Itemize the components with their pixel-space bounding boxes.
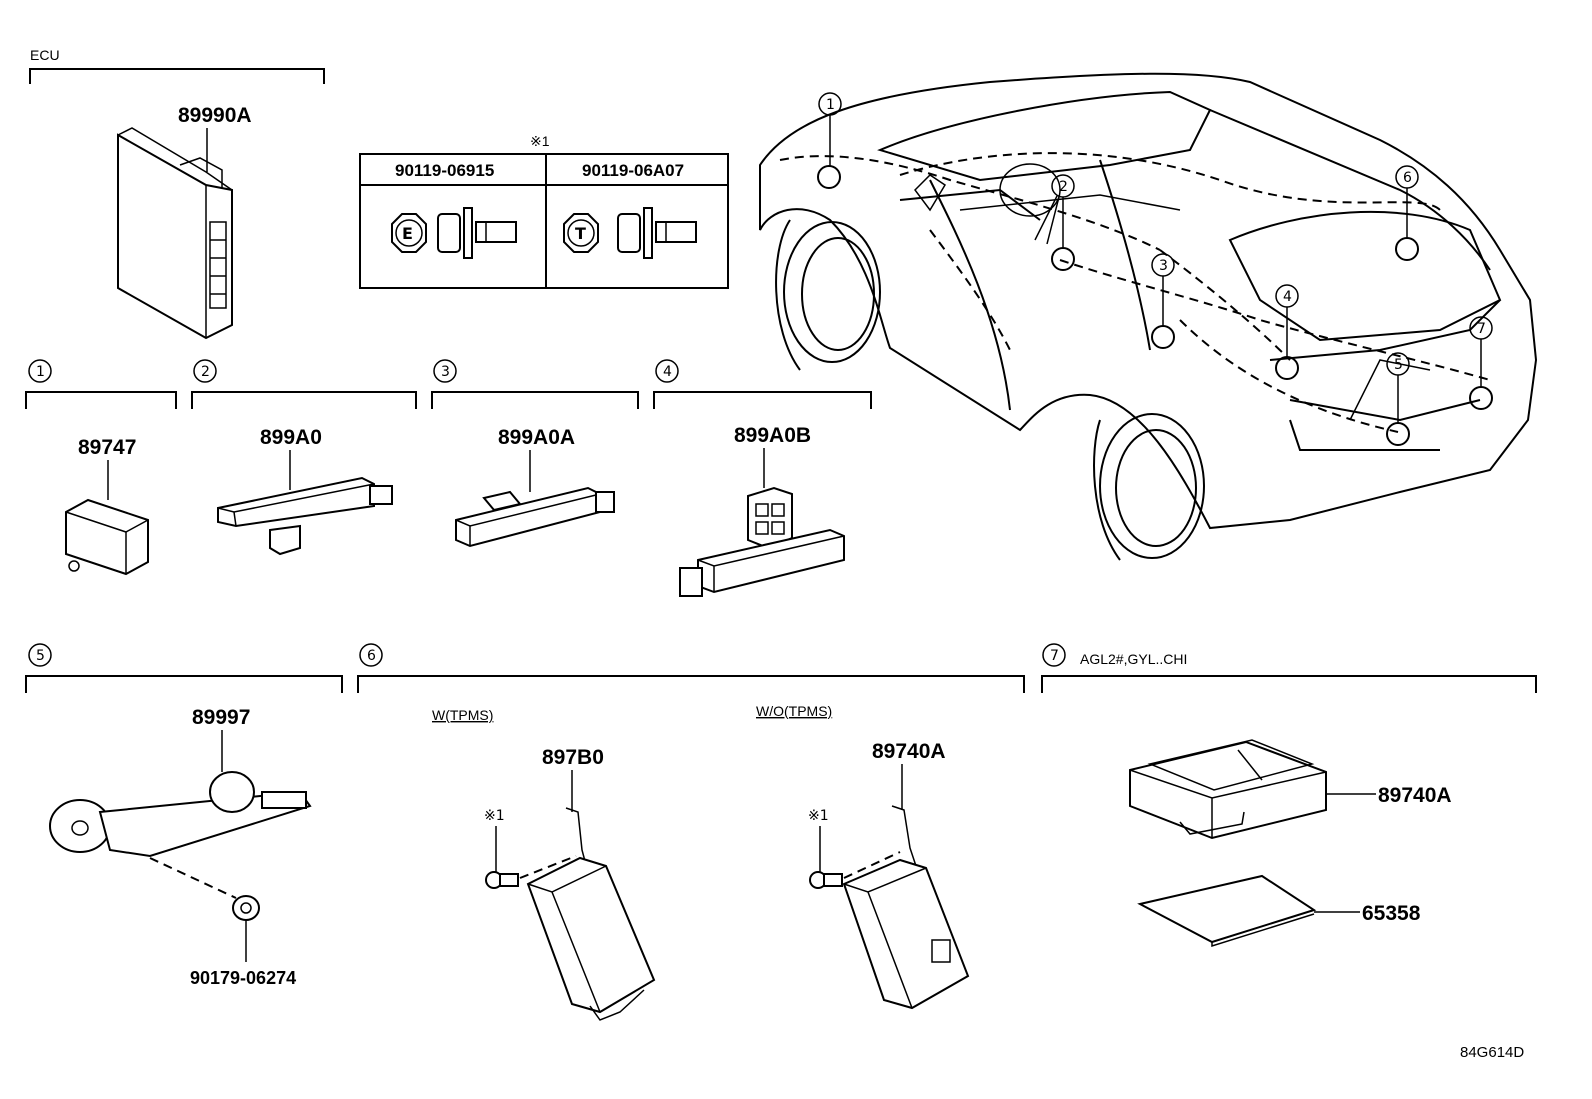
part-65358[interactable]: 65358 xyxy=(1362,902,1421,925)
part-90179-06274[interactable]: 90179-06274 xyxy=(190,968,296,988)
part-89747[interactable]: 89747 xyxy=(78,436,136,459)
car-callout-7: 7 xyxy=(1477,321,1486,337)
car-callout-3: 3 xyxy=(1159,258,1168,274)
group-1: 1 89747 xyxy=(25,359,177,576)
group-1-callout: 1 xyxy=(36,364,45,380)
bolt-head-mark-t: T xyxy=(575,224,586,243)
vehicle-callouts: 1 2 3 4 5 6 7 xyxy=(817,92,1493,446)
group-6-callout: 6 xyxy=(367,648,376,664)
car-location-1[interactable] xyxy=(817,165,841,189)
car-callout-4: 4 xyxy=(1283,289,1292,305)
part-899A0A[interactable]: 899A0A xyxy=(498,426,575,449)
group-6: 6 W(TPMS) 897B0 ※1 W/O(TPMS) 89740A ※1 xyxy=(357,643,1025,1021)
part-899A0B[interactable]: 899A0B xyxy=(734,424,811,447)
group-4: 4 899A0B xyxy=(653,359,872,597)
car-location-3[interactable] xyxy=(1151,325,1175,349)
diagram-code: 84G614D xyxy=(1460,1044,1524,1061)
car-location-4[interactable] xyxy=(1275,356,1299,380)
car-location-7[interactable] xyxy=(1469,386,1493,410)
car-callout-2: 2 xyxy=(1059,179,1068,195)
part-897B0-drawing xyxy=(485,807,656,1021)
ecu-label: ECU xyxy=(30,47,60,63)
part-899A0[interactable]: 899A0 xyxy=(260,426,322,449)
bolt-table: ※1 90119-06915 90119-06A07 E T xyxy=(359,133,729,289)
bolt-part-number-1[interactable]: 90119-06915 xyxy=(395,161,494,180)
group-3-callout: 3 xyxy=(441,364,450,380)
car-callout-6: 6 xyxy=(1403,170,1412,186)
part-89740A-wo-tpms[interactable]: 89740A xyxy=(872,740,946,763)
variant-w-tpms: W(TPMS) xyxy=(432,707,493,723)
car-location-6[interactable] xyxy=(1395,237,1419,261)
part-89740A-navi[interactable]: 89740A xyxy=(1378,784,1452,807)
group-5-callout: 5 xyxy=(36,648,45,664)
ecu-bracket xyxy=(29,68,325,84)
vehicle-outline-drawing xyxy=(759,72,1538,561)
variant-wo-tpms-bolt-ref: ※1 xyxy=(808,808,829,824)
bolt-part-number-2[interactable]: 90119-06A07 xyxy=(582,161,684,180)
group-7-note: AGL2#,GYL..CHI xyxy=(1080,651,1187,667)
variant-wo-tpms: W/O(TPMS) xyxy=(756,703,832,719)
car-callout-5: 5 xyxy=(1394,357,1403,373)
bolt-table-title: ※1 xyxy=(530,133,550,149)
car-callout-1: 1 xyxy=(826,97,835,113)
part-899A0B-drawing xyxy=(679,486,845,597)
group-5: 5 89997 90179-06274 xyxy=(25,643,343,988)
part-89740A-wo-tpms-drawing xyxy=(809,805,970,1010)
part-89997-drawing xyxy=(49,771,312,921)
ecu-part-number[interactable]: 89990A xyxy=(178,104,252,127)
car-location-2[interactable] xyxy=(1051,247,1075,271)
group-2-callout: 2 xyxy=(201,364,210,380)
part-897B0[interactable]: 897B0 xyxy=(542,746,604,769)
group-7: 7 AGL2#,GYL..CHI 89740A 65358 xyxy=(1041,643,1537,948)
part-89747-drawing xyxy=(65,498,149,576)
group-4-callout: 4 xyxy=(663,364,672,380)
group-7-callout: 7 xyxy=(1050,648,1059,664)
group-3: 3 899A0A xyxy=(431,359,639,548)
variant-w-tpms-bolt-ref: ※1 xyxy=(484,808,505,824)
ecu-module-drawing xyxy=(117,127,233,340)
bolt-t-drawing: T xyxy=(563,207,697,259)
part-89997[interactable]: 89997 xyxy=(192,706,250,729)
car-location-5[interactable] xyxy=(1386,422,1410,446)
ecu-section: ECU 89990A xyxy=(29,47,325,340)
part-65358-drawing xyxy=(1137,874,1317,948)
group-2: 2 899A0 xyxy=(191,359,417,556)
bolt-head-mark-e: E xyxy=(402,224,413,243)
part-899A0A-drawing xyxy=(455,486,615,548)
part-899A0-drawing xyxy=(217,476,393,556)
bolt-e-drawing: E xyxy=(391,207,517,259)
part-89740A-navi-drawing xyxy=(1129,739,1327,840)
